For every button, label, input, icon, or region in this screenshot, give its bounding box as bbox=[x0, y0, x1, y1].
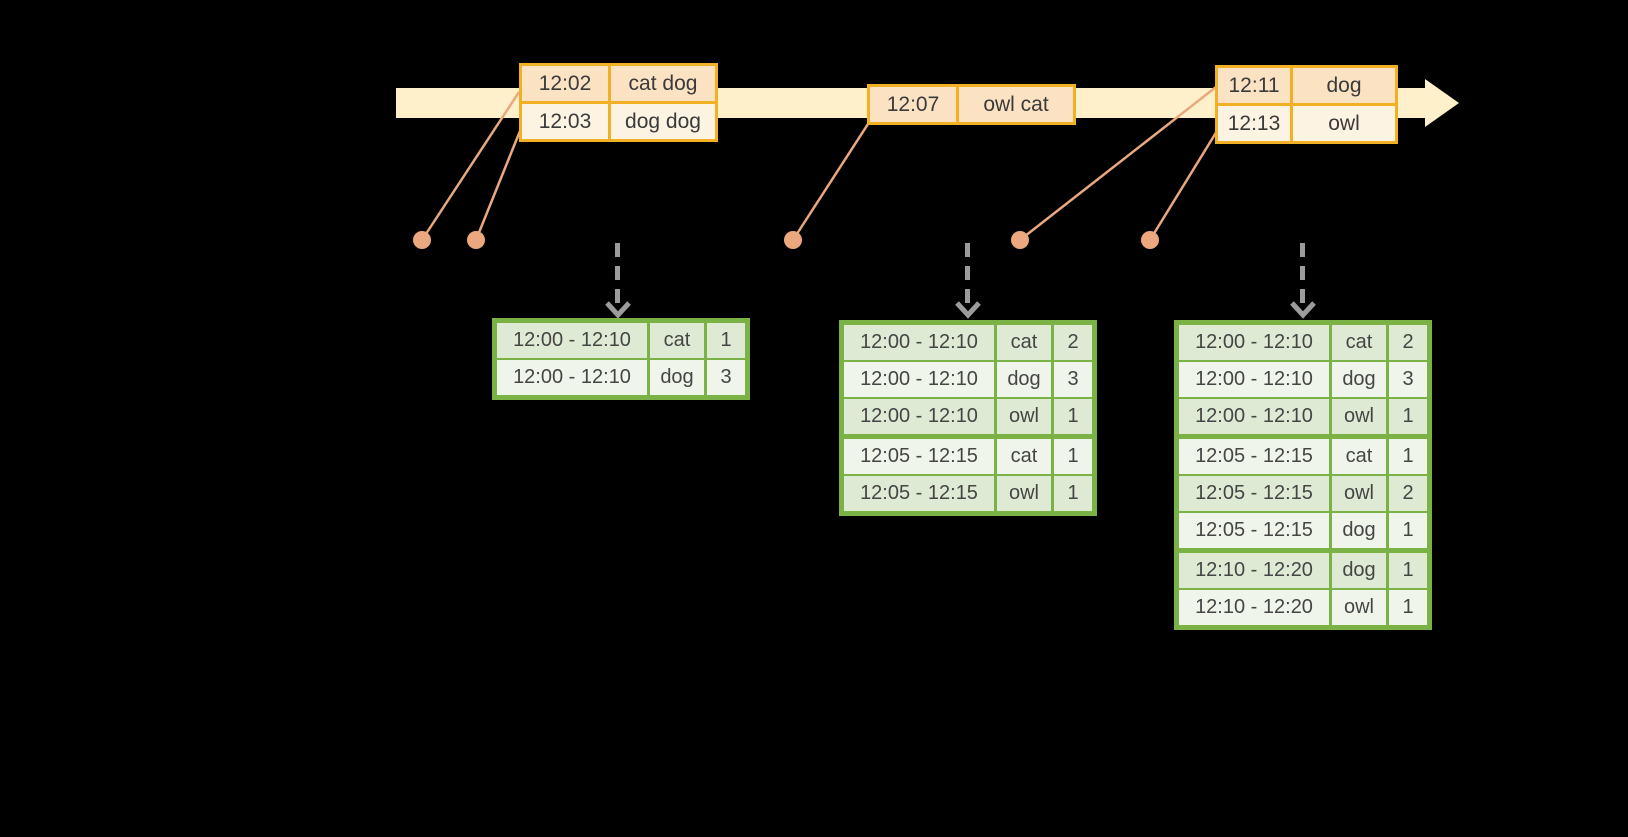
trigger-arrowhead-icon bbox=[1290, 301, 1316, 319]
event-words-cell: owl cat bbox=[956, 87, 1073, 122]
count-cell: 3 bbox=[1386, 362, 1427, 397]
count-cell: 1 bbox=[1386, 553, 1427, 588]
count-cell: 2 bbox=[1051, 325, 1092, 360]
count-cell: 2 bbox=[1386, 476, 1427, 511]
event-time-cell: 12:07 bbox=[870, 87, 956, 122]
window-cell: 12:05 - 12:15 bbox=[1179, 476, 1329, 511]
window-cell: 12:00 - 12:10 bbox=[1179, 399, 1329, 434]
window-cell: 12:10 - 12:20 bbox=[1179, 553, 1329, 588]
event-dot bbox=[467, 231, 485, 249]
trigger-arrow-line bbox=[1300, 243, 1305, 303]
event-dot bbox=[1011, 231, 1029, 249]
word-cell: owl bbox=[994, 399, 1051, 434]
word-cell: owl bbox=[994, 476, 1051, 511]
window-cell: 12:00 - 12:10 bbox=[844, 362, 994, 397]
word-cell: dog bbox=[1329, 362, 1386, 397]
count-cell: 1 bbox=[1386, 399, 1427, 434]
trigger-arrow-line bbox=[965, 243, 970, 303]
event-dot bbox=[1141, 231, 1159, 249]
timeline-arrowhead-icon bbox=[1425, 79, 1459, 127]
window-cell: 12:10 - 12:20 bbox=[1179, 590, 1329, 625]
event-time-cell: 12:13 bbox=[1218, 106, 1290, 141]
trigger-arrowhead-icon bbox=[605, 301, 631, 319]
count-cell: 1 bbox=[1051, 476, 1092, 511]
event-connector-line bbox=[1148, 130, 1219, 241]
count-cell: 1 bbox=[1386, 590, 1427, 625]
word-cell: cat bbox=[647, 323, 704, 358]
event-dot bbox=[413, 231, 431, 249]
event-connector-line bbox=[420, 91, 521, 241]
event-connector-line bbox=[474, 130, 522, 241]
word-cell: cat bbox=[1329, 325, 1386, 360]
word-cell: owl bbox=[1329, 590, 1386, 625]
word-cell: owl bbox=[1329, 476, 1386, 511]
window-cell: 12:00 - 12:10 bbox=[497, 323, 647, 358]
window-cell: 12:00 - 12:10 bbox=[844, 399, 994, 434]
trigger-arrowhead-icon bbox=[955, 301, 981, 319]
event-connector-line bbox=[791, 123, 870, 241]
word-cell: dog bbox=[994, 362, 1051, 397]
count-cell: 3 bbox=[704, 360, 745, 395]
count-cell: 1 bbox=[1051, 439, 1092, 474]
word-cell: owl bbox=[1329, 399, 1386, 434]
word-cell: dog bbox=[1329, 513, 1386, 548]
event-words-cell: dog bbox=[1290, 68, 1395, 103]
event-dot bbox=[784, 231, 802, 249]
word-cell: dog bbox=[1329, 553, 1386, 588]
window-cell: 12:05 - 12:15 bbox=[844, 439, 994, 474]
word-cell: cat bbox=[994, 439, 1051, 474]
window-cell: 12:00 - 12:10 bbox=[497, 360, 647, 395]
word-cell: cat bbox=[994, 325, 1051, 360]
event-words-cell: dog dog bbox=[608, 104, 715, 139]
window-cell: 12:05 - 12:15 bbox=[1179, 439, 1329, 474]
word-cell: cat bbox=[1329, 439, 1386, 474]
event-words-cell: owl bbox=[1290, 106, 1395, 141]
event-words-cell: cat dog bbox=[608, 66, 715, 101]
count-cell: 2 bbox=[1386, 325, 1427, 360]
window-cell: 12:00 - 12:10 bbox=[1179, 325, 1329, 360]
trigger-arrow-line bbox=[615, 243, 620, 303]
window-cell: 12:00 - 12:10 bbox=[844, 325, 994, 360]
event-time-cell: 12:11 bbox=[1218, 68, 1290, 103]
count-cell: 3 bbox=[1051, 362, 1092, 397]
window-cell: 12:05 - 12:15 bbox=[1179, 513, 1329, 548]
count-cell: 1 bbox=[704, 323, 745, 358]
count-cell: 1 bbox=[1051, 399, 1092, 434]
word-cell: dog bbox=[647, 360, 704, 395]
count-cell: 1 bbox=[1386, 513, 1427, 548]
event-time-cell: 12:02 bbox=[522, 66, 608, 101]
event-connector-line bbox=[1019, 86, 1217, 241]
window-cell: 12:00 - 12:10 bbox=[1179, 362, 1329, 397]
event-time-cell: 12:03 bbox=[522, 104, 608, 139]
window-cell: 12:05 - 12:15 bbox=[844, 476, 994, 511]
count-cell: 1 bbox=[1386, 439, 1427, 474]
